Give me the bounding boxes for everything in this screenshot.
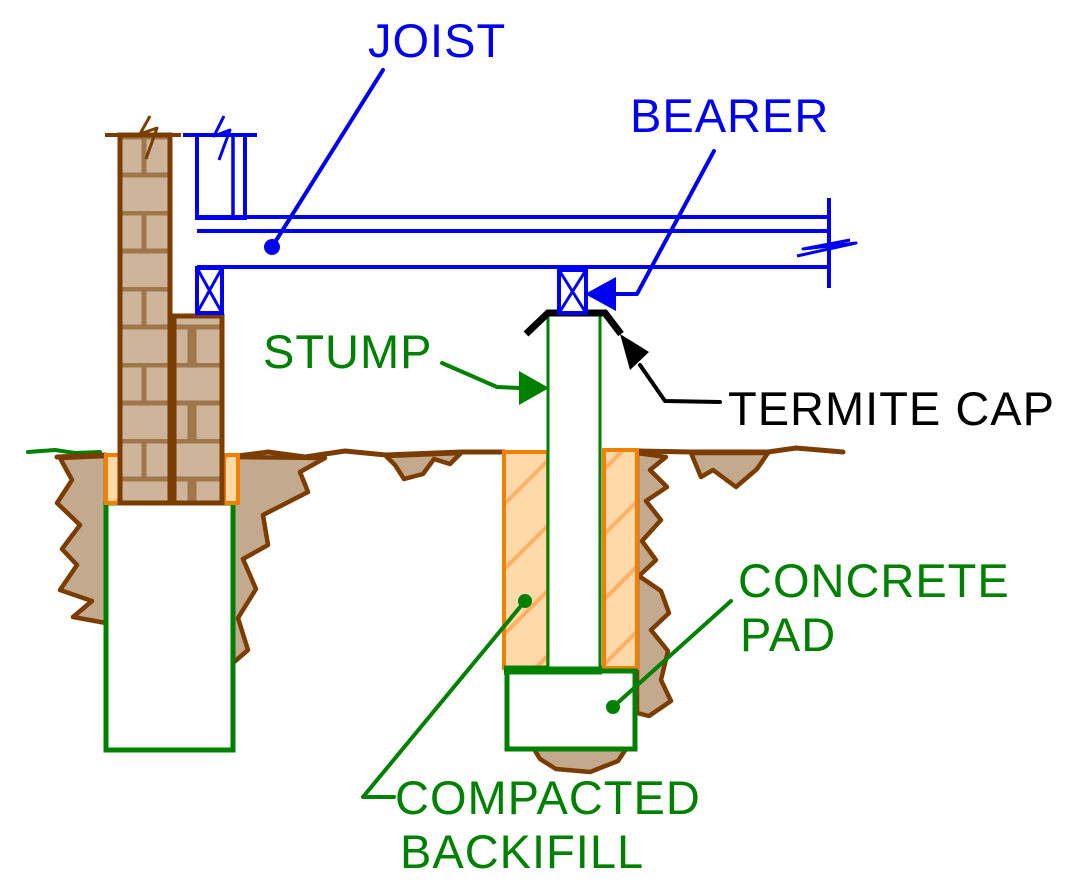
wall-assembly: [103, 115, 240, 753]
termite-cap-label: TERMITE CAP: [728, 382, 1055, 435]
joist-leader-dot: [264, 239, 280, 255]
vertical-member-break-symbol: [212, 115, 232, 161]
ground-shape-right-of-backfill: [634, 450, 674, 719]
backfill-left: [502, 450, 550, 670]
joist-label: JOIST: [368, 14, 506, 67]
bearer-leader-arrowhead: [585, 277, 616, 311]
concrete-pad-leader-dot: [606, 700, 620, 714]
wall-break-symbol: [138, 115, 159, 160]
ground-line-right: [634, 445, 846, 455]
bearer-section-on-wall: [195, 266, 224, 315]
wall-footing: [103, 500, 236, 753]
termite-cap-leader: [620, 334, 722, 404]
ground-shape-left-of-footing: [54, 453, 109, 626]
ground-line-middle: [235, 448, 507, 460]
joist-leader: [264, 68, 385, 255]
concrete-pad-label-line2: PAD: [740, 608, 836, 661]
concrete-pad-leader: [606, 599, 733, 714]
vertical-member: [195, 133, 247, 220]
stump-leader: [440, 361, 549, 405]
excavated-ground-shapes: [54, 450, 771, 775]
brick-wall-inner-leaf: [171, 313, 225, 506]
brick-wall-outer-leaf: [117, 132, 173, 506]
stump-assembly: [502, 309, 639, 752]
ground-pocket-mid: [383, 450, 464, 482]
labels: JOIST BEARER STUMP TERMITE CAP CONCRETE …: [263, 14, 1055, 878]
compacted-backfill-label-line2: BACKIFILL: [400, 825, 644, 878]
stump: [546, 313, 602, 670]
joist-break-symbol: [796, 238, 858, 258]
termite-cap-leader-arrowhead: [620, 334, 649, 370]
grass-line-left: [26, 448, 102, 455]
bearer-section-on-stump: [557, 268, 588, 315]
stump-leader-arrowhead: [519, 371, 549, 405]
floor-structure: [183, 115, 858, 315]
backfill-leader: [361, 594, 532, 799]
concrete-pad-label-line1: CONCRETE: [738, 554, 1010, 607]
ground-pocket-right: [688, 450, 771, 490]
backfill-leader-dot: [518, 594, 532, 608]
leaders: [264, 68, 733, 799]
wall-backfill-strip-right: [222, 453, 240, 505]
bearer-label: BEARER: [630, 89, 829, 142]
stump-label: STUMP: [263, 325, 433, 378]
ground-shape-below-pad: [531, 746, 629, 775]
ground-surface: [26, 445, 846, 460]
compacted-backfill-label-line1: COMPACTED: [395, 771, 701, 824]
backfill-right: [602, 448, 639, 670]
bearer-leader: [585, 149, 716, 311]
ground-shape-right-of-footing: [230, 454, 328, 666]
joist-beam-lines: [197, 215, 829, 269]
ground-line-left: [54, 452, 109, 460]
